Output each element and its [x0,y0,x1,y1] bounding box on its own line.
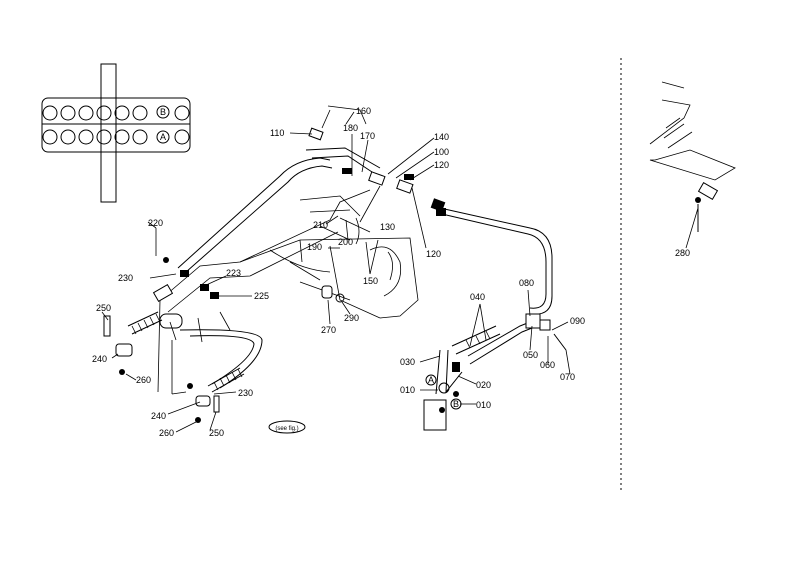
callout-labels: 110 160 180 170 140 100 120 130 120 210 … [92,106,690,438]
callout-100: 100 [434,147,449,157]
callout-240-lower: 240 [151,411,166,421]
badge-text: (see fig.) [275,426,298,432]
port-a-label-lower: A [428,375,434,385]
valve-spools [42,105,190,145]
callout-180: 180 [343,123,358,133]
callout-280: 280 [675,248,690,258]
callout-250-lower: 250 [209,428,224,438]
fitting-280-inset [649,81,736,232]
callout-220: 220 [148,218,163,228]
callout-260-lower: 260 [159,428,174,438]
hose-guards [127,311,501,393]
valve-block-inset: B A [41,63,191,203]
callout-040: 040 [470,292,485,302]
callout-070: 070 [560,372,575,382]
reference-badge: (see fig.) [268,420,306,434]
callout-010-right: 010 [476,400,491,410]
callout-120-top: 120 [434,160,449,170]
callout-120-bottom: 120 [426,249,441,259]
callout-090: 090 [570,316,585,326]
callout-140: 140 [434,132,449,142]
port-a-marker [156,130,170,144]
callout-240-upper: 240 [92,354,107,364]
callout-030: 030 [400,357,415,367]
port-a-label: A [160,132,166,142]
callout-230-upper: 230 [118,273,133,283]
callout-225: 225 [254,291,269,301]
callout-020: 020 [476,380,491,390]
loader-frame [157,105,419,395]
leader-lines [101,111,699,433]
callout-150: 150 [363,276,378,286]
callout-080: 080 [519,278,534,288]
callout-250-upper: 250 [96,303,111,313]
callout-270: 270 [321,325,336,335]
callout-110: 110 [270,128,284,138]
callout-060: 060 [540,360,555,370]
callout-160: 160 [356,106,371,116]
callout-050: 050 [523,350,538,360]
callout-200: 200 [338,237,353,247]
port-b-marker [156,105,170,119]
callout-130: 130 [380,222,395,232]
callout-210: 210 [313,220,328,230]
callout-223: 223 [226,268,241,278]
callout-010-left: 010 [400,385,415,395]
callout-230-lower: 230 [238,388,253,398]
hydraulic-pipes [177,147,553,389]
callout-290: 290 [344,313,359,323]
port-a-marker-lower [425,374,437,386]
callout-190: 190 [307,242,322,252]
port-b-label-lower: B [453,399,459,409]
callout-260-upper: 260 [136,375,151,385]
port-b-label: B [160,107,166,117]
callout-170: 170 [360,131,375,141]
fittings: A B [103,127,567,431]
